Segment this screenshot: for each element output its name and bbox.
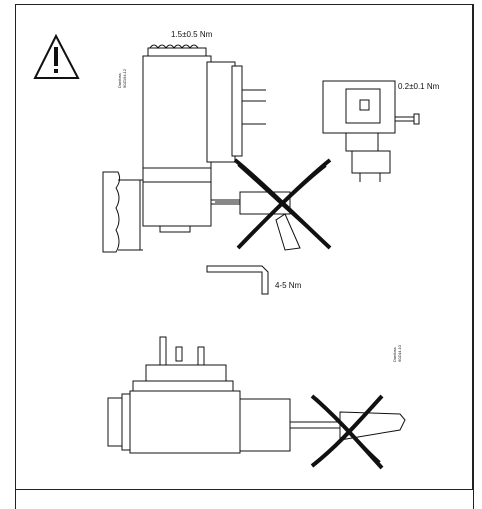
- warning-triangle-icon: [33, 33, 80, 79]
- prohibited-power-driver-icon: [215, 158, 332, 251]
- footer-strip: [15, 490, 473, 509]
- torque-label-top: 1.5±0.5 Nm: [171, 30, 213, 39]
- torque-label-coil: 0.2±0.1 Nm: [398, 82, 440, 91]
- hex-key-icon: [206, 265, 269, 295]
- upper-valve-assembly: [142, 44, 266, 233]
- doc-ref-upper: Danfoss 90Z194.12: [117, 68, 127, 88]
- document-frame: [15, 4, 473, 490]
- mounting-wall: [102, 171, 143, 253]
- lower-valve-assembly: [107, 336, 340, 454]
- frame-edge: [473, 4, 474, 509]
- doc-ref-upper-code: 90Z194.12: [121, 68, 127, 88]
- torque-label-key: 4-5 Nm: [275, 281, 302, 290]
- coil-assembly: [322, 80, 420, 182]
- prohibited-screwdriver-icon: [310, 394, 406, 470]
- doc-ref-lower: Danfoss 90Z44.10: [392, 345, 402, 362]
- doc-ref-lower-code: 90Z44.10: [396, 345, 402, 362]
